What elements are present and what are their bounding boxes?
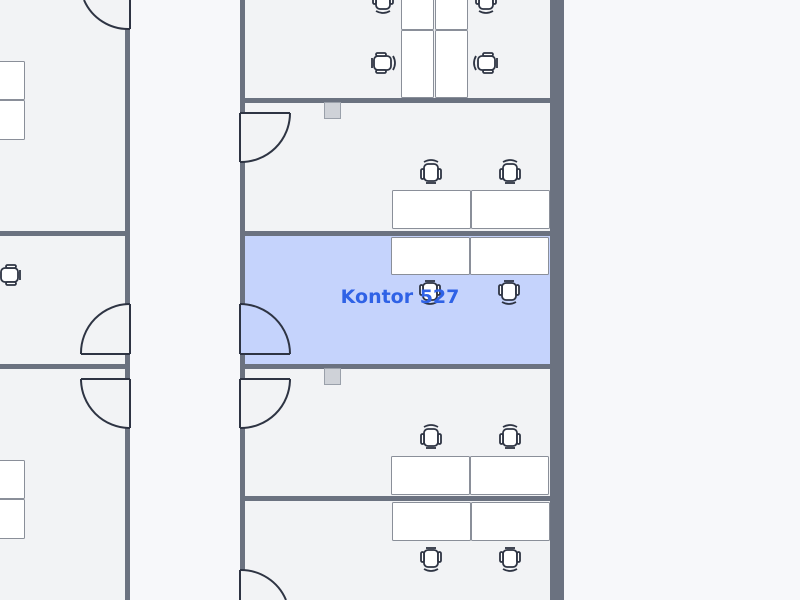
desk [0,460,25,499]
desk [391,237,470,275]
wall-right-h3 [240,364,555,369]
wall-right-h2 [240,231,555,236]
desks [0,0,550,541]
door-swing-arc [239,378,291,430]
door-gap [240,113,245,162]
office-chair-icon [499,424,521,449]
desk [471,190,550,229]
desk [401,30,434,98]
door-swing-arc [79,303,131,355]
room-left-middle[interactable] [0,235,127,365]
chairs [0,0,521,572]
office-chair-icon [475,0,497,14]
office-chair-icon [371,52,396,74]
office-chair-icon [498,280,520,305]
wall-left-block-east [125,0,130,600]
desk [392,190,471,229]
office-chair-icon [419,280,441,305]
wall-right-h1 [240,98,555,103]
desk [0,100,25,140]
column [324,102,341,119]
desk [435,0,468,30]
desk [470,456,549,495]
door-swing-arc [239,568,287,600]
office-chair-icon [372,0,394,14]
door-gap [125,0,130,29]
desk [391,456,470,495]
door-gap [240,570,245,600]
desk [0,61,25,100]
column [324,368,341,385]
room-label-kontor-527: Kontor 527 [341,286,460,308]
door-gap [240,379,245,428]
outer-wall-east [550,0,564,600]
office-chair-icon [499,159,521,184]
door-gap [125,379,130,428]
door-swing-arc [239,112,291,164]
wall-right-block-west [240,0,245,600]
desk [471,502,550,541]
wall-right-h4 [240,496,555,501]
desk [470,237,549,275]
door-gap [125,304,130,354]
door-openings [125,0,245,600]
office-chair-icon [420,547,442,572]
office-chair-icon [0,264,21,286]
door-swing-arc [83,0,131,31]
wall-left-h1 [0,231,130,236]
corridor [130,0,242,600]
walls [0,0,564,600]
door-swing-arc [239,303,291,355]
door-gap [240,304,245,354]
desk [401,0,434,30]
office-chair-icon [473,52,498,74]
desk [392,502,471,541]
wall-left-h2 [0,364,130,369]
doors [79,0,291,600]
office-chair-icon [420,159,442,184]
desk [435,30,468,98]
room-right-1[interactable] [245,0,550,99]
desk [0,499,25,539]
office-chair-icon [499,547,521,572]
columns [324,102,341,385]
door-swing-arc [80,378,131,429]
office-chair-icon [420,424,442,449]
